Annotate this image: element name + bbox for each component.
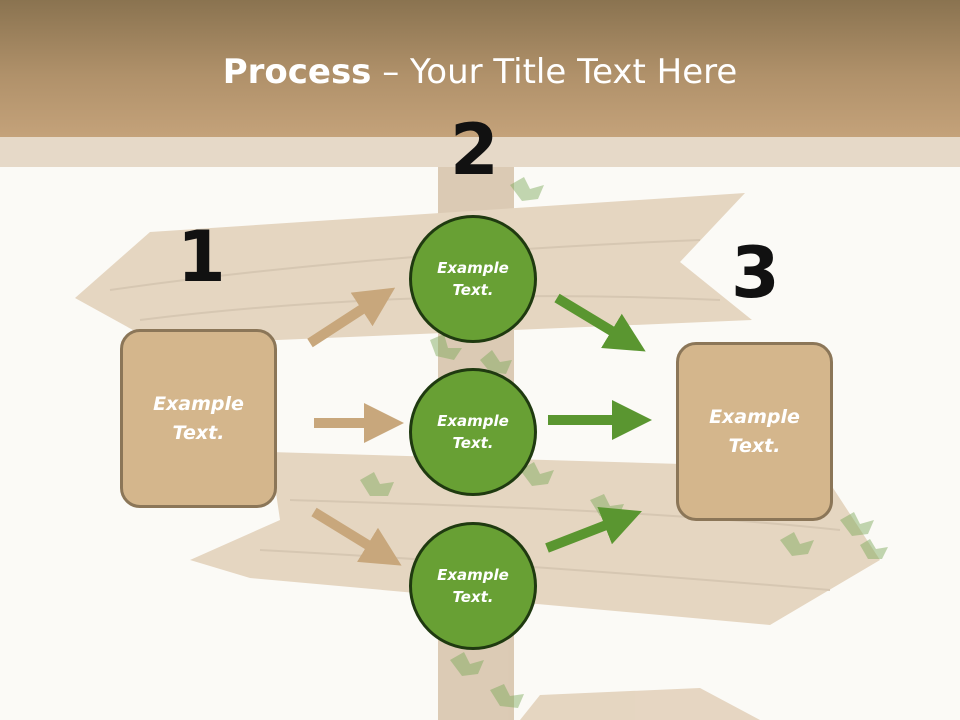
circle-middle: Example Text. (409, 368, 537, 496)
arrow-left-to-top (307, 287, 396, 348)
left-step-box: Example Text. (120, 329, 277, 508)
step-number-2: 2 (450, 109, 499, 191)
title-bold: Process (222, 52, 372, 92)
right-step-box: Example Text. (676, 342, 833, 521)
arrow-top-to-right (554, 293, 646, 352)
circle-top: Example Text. (409, 215, 537, 343)
ivy-leaves (360, 177, 888, 708)
arrow-left-to-bottom (311, 507, 402, 566)
circle-bottom-text: Example Text. (437, 565, 509, 607)
title-bar (0, 0, 960, 137)
step-number-3: 3 (731, 232, 780, 314)
circle-top-text: Example Text. (437, 258, 509, 300)
circle-bottom: Example Text. (409, 522, 537, 650)
step-number-1: 1 (177, 216, 226, 298)
title-underband (0, 137, 960, 167)
slide-title: Process – Your Title Text Here (0, 52, 960, 92)
arrow-bottom-to-right (545, 506, 642, 553)
signpost-bottom-board (520, 688, 760, 720)
right-step-box-text: Example Text. (709, 406, 800, 457)
circle-middle-text: Example Text. (437, 411, 509, 453)
title-rest: – Your Title Text Here (371, 52, 738, 92)
left-step-box-text: Example Text. (153, 393, 244, 444)
